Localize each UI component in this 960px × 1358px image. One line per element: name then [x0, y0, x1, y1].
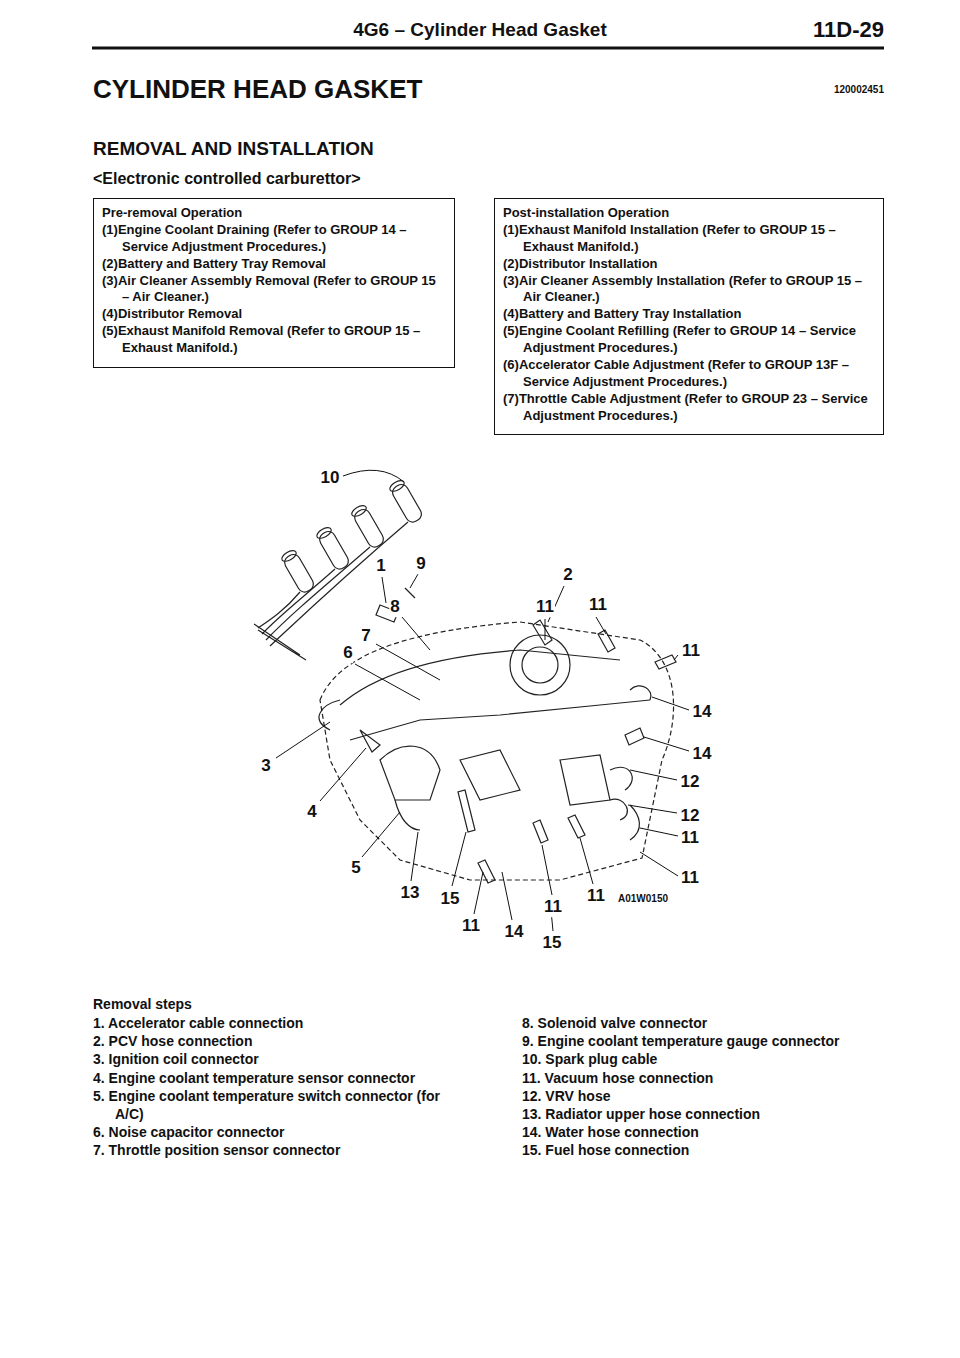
box-heading: Post-installation Operation [503, 205, 875, 222]
removal-step: 3. Ignition coil connector [93, 1050, 463, 1068]
step-column: 1. Accelerator cable connection2. PCV ho… [93, 1014, 463, 1160]
operation-item: (5)Engine Coolant Refilling (Refer to GR… [503, 323, 875, 357]
callout-number: 14 [692, 744, 713, 764]
callout-number: 6 [342, 643, 353, 663]
removal-step: 6. Noise capacitor connector [93, 1123, 463, 1141]
removal-step: 15. Fuel hose connection [522, 1141, 892, 1159]
variant-note: <Electronic controlled carburettor> [93, 170, 361, 188]
operation-item: (2)Distributor Installation [503, 256, 875, 273]
removal-step: 10. Spark plug cable [522, 1050, 892, 1068]
removal-step: 2. PCV hose connection [93, 1032, 463, 1050]
callout-number: 14 [692, 702, 713, 722]
callout-number: 4 [306, 802, 317, 822]
operation-item: (7)Throttle Cable Adjustment (Refer to G… [503, 391, 875, 425]
removal-step: 11. Vacuum hose connection [522, 1069, 892, 1087]
removal-step: 8. Solenoid valve connector [522, 1014, 892, 1032]
callout-number: 14 [504, 922, 525, 942]
removal-step: 5. Engine coolant temperature switch con… [93, 1087, 463, 1123]
box-heading: Pre-removal Operation [102, 205, 446, 222]
callout-number: 12 [680, 806, 701, 826]
removal-step: 13. Radiator upper hose connection [522, 1105, 892, 1123]
callout-number: 7 [360, 626, 371, 646]
callout-number: 15 [440, 889, 461, 909]
removal-step: 12. VRV hose [522, 1087, 892, 1105]
operation-item: (2)Battery and Battery Tray Removal [102, 256, 446, 273]
callout-number: 10 [320, 468, 341, 488]
operation-item: (3)Air Cleaner Assembly Removal (Refer t… [102, 273, 446, 307]
callout-number: 15 [542, 933, 563, 953]
operation-item: (5)Exhaust Manifold Removal (Refer to GR… [102, 323, 446, 357]
section-heading: REMOVAL AND INSTALLATION [93, 138, 374, 160]
callout-number: 11 [681, 641, 701, 661]
callout-number: 11 [535, 597, 555, 617]
operation-item: (4)Battery and Battery Tray Installation [503, 306, 875, 323]
callout-number: 12 [680, 772, 701, 792]
callout-number: 9 [415, 554, 426, 574]
engine-drawing [254, 478, 676, 883]
removal-step: 1. Accelerator cable connection [93, 1014, 463, 1032]
operation-item: (6)Accelerator Cable Adjustment (Refer t… [503, 357, 875, 391]
figure-code: A01W0150 [618, 893, 668, 905]
callout-number: 11 [586, 886, 606, 906]
step-column: 8. Solenoid valve connector9. Engine coo… [522, 1014, 892, 1160]
removal-step: 7. Throttle position sensor connector [93, 1141, 463, 1159]
callout-number: 2 [562, 565, 573, 585]
operation-item: (3)Air Cleaner Assembly Installation (Re… [503, 273, 875, 307]
removal-step: 9. Engine coolant temperature gauge conn… [522, 1032, 892, 1050]
page-title: CYLINDER HEAD GASKET [93, 75, 422, 105]
operation-box: Post-installation Operation(1)Exhaust Ma… [494, 198, 884, 435]
callout-number: 8 [389, 597, 400, 617]
removal-step: 4. Engine coolant temperature sensor con… [93, 1069, 463, 1087]
operation-item: (4)Distributor Removal [102, 306, 446, 323]
operation-item: (1)Exhaust Manifold Installation (Refer … [503, 222, 875, 256]
operation-item: (1)Engine Coolant Draining (Refer to GRO… [102, 222, 446, 256]
callout-number: 11 [680, 828, 700, 848]
operation-box: Pre-removal Operation(1)Engine Coolant D… [93, 198, 455, 368]
header-rule [92, 47, 884, 50]
leader-lines [276, 470, 689, 931]
callout-number: 5 [350, 858, 361, 878]
callout-number: 13 [400, 883, 421, 903]
callout-number: 11 [461, 916, 481, 936]
page-number: 11D-29 [813, 17, 884, 42]
callout-number: 11 [543, 897, 563, 917]
running-header: 4G6 – Cylinder Head Gasket [353, 19, 606, 41]
callout-number: 11 [680, 868, 700, 888]
document-code: 120002451 [834, 84, 884, 96]
callout-number: 1 [375, 556, 386, 576]
callout-number: 3 [260, 756, 271, 776]
list-heading: Removal steps [93, 996, 192, 1012]
callout-number: 11 [588, 595, 608, 615]
removal-step: 14. Water hose connection [522, 1123, 892, 1141]
